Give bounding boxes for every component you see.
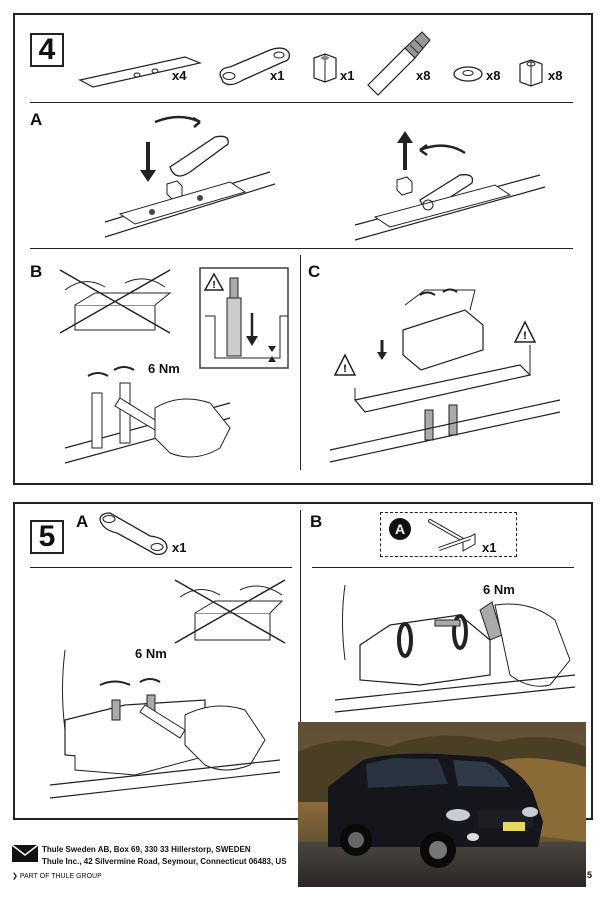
step-4b-wrong-way-illustration	[59, 269, 172, 334]
step-5-section-b-label: B	[310, 512, 323, 531]
footer-thule-group: ❯ PART OF THULE GROUP	[12, 872, 102, 880]
chevron-right-icon: ❯	[12, 873, 20, 880]
hex-nut-icon	[519, 59, 543, 87]
step-5-section-a-label: A	[76, 512, 89, 531]
step-5a-torque: 6 Nm	[135, 646, 167, 661]
step-5a-adapter-plate-icon	[99, 512, 168, 556]
footer-address-line-2: Thule Inc., 42 Silvermine Road, Seymour,…	[42, 857, 287, 866]
step-4c-assembly-illustration: ! !	[329, 288, 561, 463]
step-4-section-divider	[30, 248, 573, 249]
step-4-section-c-label: C	[308, 262, 321, 281]
step-5b-tool-qty: x1	[482, 540, 497, 555]
bolt-icon	[367, 31, 431, 96]
hex-nut-qty: x8	[548, 68, 563, 83]
footer-page-number: 5	[587, 870, 593, 880]
nut-icon	[313, 53, 337, 83]
step-5b-tool-box	[380, 512, 517, 557]
svg-text:!: !	[212, 280, 215, 291]
step-4b-detail-inset: !	[199, 267, 289, 369]
svg-text:!: !	[523, 330, 527, 342]
step-5b-torque: 6 Nm	[483, 582, 515, 597]
footer-group-label: PART OF THULE GROUP	[19, 873, 102, 880]
step-4-section-b-label: B	[30, 262, 43, 281]
step-4a-illustration-right	[354, 131, 546, 241]
rubber-pad-qty: x4	[172, 68, 187, 83]
step-5b-tighten-illustration	[334, 584, 576, 713]
envelope-icon	[11, 844, 39, 862]
step-5a-tighten-illustration	[49, 649, 281, 799]
step-5-ab-divider	[300, 510, 301, 810]
rubber-pad-icon	[78, 56, 203, 88]
step-5b-divider	[312, 567, 574, 568]
step-5-number: 5	[30, 520, 64, 554]
allen-key-icon	[428, 519, 476, 552]
washer-qty: x8	[486, 68, 501, 83]
adapter-plate-icon	[219, 47, 291, 86]
step-4-parts-divider	[30, 102, 573, 103]
adapter-plate-qty: x1	[270, 68, 285, 83]
step-4b-torque: 6 Nm	[148, 361, 180, 376]
step-4b-tighten-illustration	[64, 366, 231, 464]
step-5a-divider	[30, 567, 292, 568]
bolt-qty: x8	[416, 68, 431, 83]
nut-qty: x1	[340, 68, 355, 83]
washer-icon	[453, 66, 483, 82]
step-4-panel	[13, 13, 593, 485]
step-4-number: 4	[30, 33, 64, 67]
step-5a-qty: x1	[172, 540, 187, 555]
step-4-section-a-label: A	[30, 110, 43, 129]
footer-address-line-1: Thule Sweden AB, Box 69, 330 33 Hillerst…	[42, 845, 251, 854]
step-5a-wrong-way-illustration	[174, 579, 286, 644]
step-5b-tool-callout: A	[389, 518, 411, 540]
vehicle-photo	[298, 722, 586, 887]
svg-text:!: !	[343, 363, 347, 375]
step-4-bc-divider	[300, 255, 301, 470]
step-4a-illustration-left	[104, 115, 276, 238]
